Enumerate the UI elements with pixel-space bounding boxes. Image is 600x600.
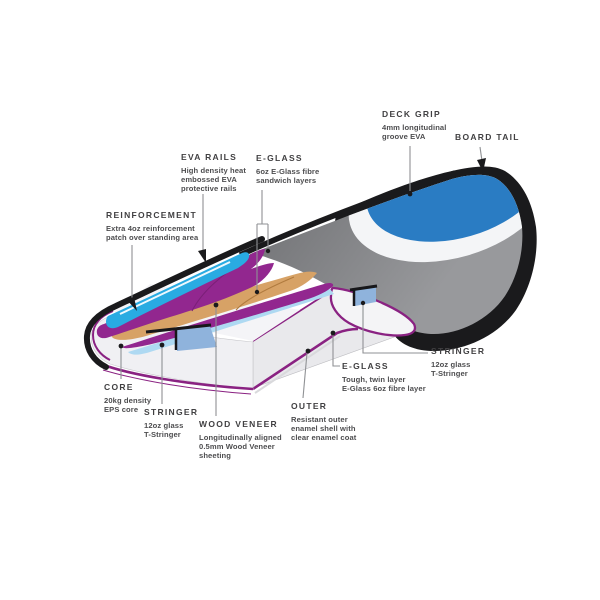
label-deck-grip: DECK GRIP 4mm longitudinal groove EVA — [382, 109, 447, 141]
dot-deck-grip — [407, 191, 413, 197]
label-desc: 4mm longitudinal groove EVA — [382, 122, 447, 141]
label-stringer-left: STRINGER 12oz glass T-Stringer — [144, 407, 199, 439]
label-title: BOARD TAIL — [455, 132, 520, 142]
leader-dots — [118, 158, 486, 354]
label-eva-rails: EVA RAILS High density heat embossed EVA… — [181, 152, 246, 193]
label-desc: High density heat embossed EVA protectiv… — [181, 165, 246, 193]
t-stringer-left — [145, 323, 217, 351]
label-desc: Longitudinally aligned 0.5mm Wood Veneer… — [199, 432, 282, 460]
nose-cap-purple-arc — [91, 310, 114, 361]
label-desc: Extra 4oz reinforcement patch over stand… — [106, 223, 199, 242]
dot-e-glass-bottom — [330, 330, 336, 336]
dot-wood-veneer — [213, 302, 219, 308]
label-title: STRINGER — [144, 407, 199, 417]
label-core: CORE 20kg density EPS core — [104, 382, 152, 414]
label-title: DECK GRIP — [382, 109, 441, 119]
label-desc: 6oz E-Glass fibre sandwich layers — [256, 166, 320, 185]
label-desc: Resistant outer enamel shell with clear … — [291, 414, 357, 442]
far-rail-edge — [238, 170, 456, 258]
label-reinforcement: REINFORCEMENT Extra 4oz reinforcement pa… — [106, 210, 199, 242]
label-desc: 12oz glass T-Stringer — [144, 420, 184, 439]
t-stringer-right — [349, 284, 378, 306]
leader-e-glass-bottom — [332, 335, 340, 367]
core-bottom-pinstripe — [100, 362, 254, 391]
label-title: E-GLASS — [342, 361, 389, 371]
label-board-tail: BOARD TAIL — [455, 132, 520, 143]
label-wood-veneer: WOOD VENEER Longitudinally aligned 0.5mm… — [199, 419, 282, 460]
label-desc: 12oz glass T-Stringer — [431, 359, 471, 378]
eva-rail-layer — [83, 236, 265, 370]
label-title: EVA RAILS — [181, 152, 238, 162]
leader-lines — [120, 146, 483, 416]
arrow-board-tail — [477, 158, 486, 172]
label-desc: 20kg density EPS core — [104, 395, 152, 414]
label-title: WOOD VENEER — [199, 419, 279, 429]
label-outer: OUTER Resistant outer enamel shell with … — [291, 401, 357, 442]
leader-stringer-right — [362, 304, 428, 354]
dot-e-glass-lower — [254, 289, 260, 295]
deck-grip-pad — [366, 174, 523, 242]
label-title: OUTER — [291, 401, 328, 411]
label-e-glass-top: E-GLASS 6oz E-Glass fibre sandwich layer… — [256, 153, 320, 185]
dot-e-glass-upper — [265, 248, 271, 254]
leader-outer — [302, 352, 308, 399]
label-title: REINFORCEMENT — [106, 210, 198, 220]
label-title: E-GLASS — [256, 153, 303, 163]
dot-outer — [305, 348, 311, 354]
arrow-reinforcement — [126, 297, 137, 311]
label-e-glass-bottom: E-GLASS Tough, twin layer E-Glass 6oz fi… — [342, 361, 426, 393]
dot-stringer-left — [159, 342, 165, 348]
label-title: CORE — [104, 382, 134, 392]
label-title: STRINGER — [431, 346, 486, 356]
tail-cut-face — [329, 286, 417, 337]
label-stringer-right: STRINGER 12oz glass T-Stringer — [431, 346, 486, 378]
dot-core — [118, 343, 124, 349]
leader-board-tail — [479, 146, 483, 162]
arrow-eva-rails — [198, 249, 206, 263]
reinforcement-layer — [106, 252, 250, 329]
leader-e-glass-top — [256, 190, 269, 290]
label-desc: Tough, twin layer E-Glass 6oz fibre laye… — [342, 374, 426, 393]
dot-stringer-right — [360, 300, 366, 306]
